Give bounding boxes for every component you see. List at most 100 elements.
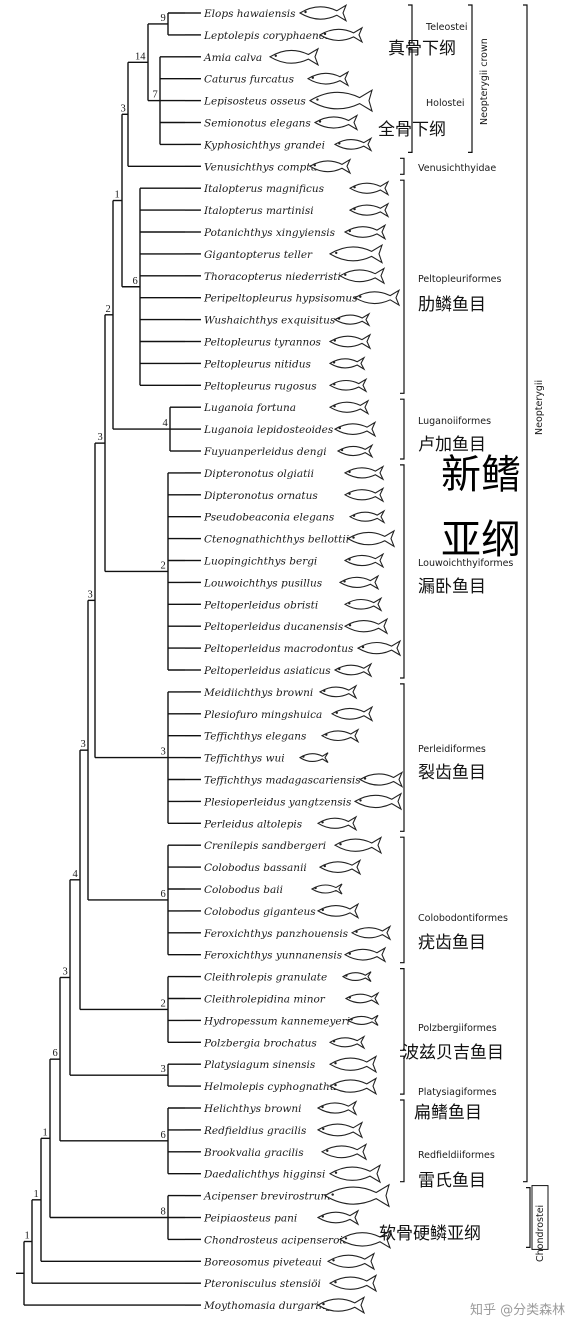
support-value: 3 xyxy=(161,1064,166,1075)
fish-silhouette-24 xyxy=(346,529,396,548)
fish-silhouette-36 xyxy=(353,792,403,811)
clade-brackets xyxy=(400,4,549,1250)
support-value: 3 xyxy=(81,739,86,750)
clade-holostei: Holostei xyxy=(426,98,465,109)
fish-silhouette-23 xyxy=(348,509,386,524)
taxon-label-30: Peltoperleidus asiaticus xyxy=(203,665,331,677)
fish-silhouette-16 xyxy=(328,356,366,371)
watermark: 知乎 @分类森林 xyxy=(470,1302,565,1318)
support-value: 3 xyxy=(63,966,68,977)
fish-silhouette-29 xyxy=(356,639,402,657)
fish-silhouettes xyxy=(268,3,404,1315)
taxon-label-9: Italopterus martinisi xyxy=(203,205,314,217)
taxon-label-35: Teffichthys madagascariensis xyxy=(204,775,361,787)
support-value: 6 xyxy=(53,1048,58,1059)
support-value: 6 xyxy=(161,1130,166,1141)
fish-silhouette-54 xyxy=(323,1183,390,1208)
cn-polzbergiiformes: 波兹贝吉鱼目 xyxy=(402,1043,504,1063)
support-value: 1 xyxy=(115,190,120,201)
taxon-label-33: Teffichthys elegans xyxy=(204,731,307,743)
bracket-holostei xyxy=(408,48,413,153)
taxon-label-38: Crenilepis sandbergeri xyxy=(204,840,326,852)
taxon-label-57: Boreosomus piveteaui xyxy=(203,1256,322,1268)
support-value: 3 xyxy=(98,432,103,443)
taxon-label-41: Colobodus giganteus xyxy=(204,906,316,918)
clade-polzbergiiformes: Polzbergiiformes xyxy=(418,1023,497,1034)
taxon-label-27: Peltoperleidus obristi xyxy=(203,599,318,611)
taxon-label-7: Venusichthys comptus xyxy=(204,161,323,173)
fish-silhouette-14 xyxy=(333,312,371,327)
taxon-label-34: Teffichthys wui xyxy=(204,753,285,765)
fish-silhouette-50 xyxy=(316,1100,358,1116)
fish-silhouette-0 xyxy=(298,3,348,23)
fish-silhouette-41 xyxy=(316,902,360,919)
fish-silhouette-48 xyxy=(328,1055,378,1074)
taxon-label-0: Elops hawaiensis xyxy=(203,8,296,20)
fish-silhouette-52 xyxy=(320,1143,368,1161)
taxon-label-24: Ctenognathichthys bellottii xyxy=(204,534,349,546)
fish-silhouette-39 xyxy=(318,859,362,876)
taxon-label-36: Plesioperleidus yangtzensis xyxy=(203,796,352,808)
bracket-platysiagiformes xyxy=(400,1055,405,1095)
fish-silhouette-7 xyxy=(308,158,352,175)
fish-silhouette-53 xyxy=(328,1164,382,1184)
cn-platysiagiformes: 扁鳍鱼目 xyxy=(414,1103,482,1123)
cn-peltopleuriformes: 肋鳞鱼目 xyxy=(418,295,486,315)
taxon-label-46: Hydropessum kannemeyeri xyxy=(203,1015,350,1027)
fish-silhouette-51 xyxy=(316,1121,364,1139)
taxon-label-43: Feroxichthys yunnanensis xyxy=(203,950,343,962)
clade-redfieldiiformes: Redfieldiiformes xyxy=(418,1150,495,1161)
fish-silhouette-31 xyxy=(318,684,358,700)
bracket-neopterygii-crown xyxy=(468,4,473,153)
clade-venusichthyidae: Venusichthyidae xyxy=(418,163,496,174)
cn-teleostei: 真骨下纲 xyxy=(388,39,456,59)
taxon-label-14: Wushaichthys exquisitus xyxy=(204,315,336,327)
chondrostei-box xyxy=(531,1185,549,1250)
support-value: 6 xyxy=(133,276,138,287)
taxon-label-20: Fuyuanperleidus dengi xyxy=(203,446,327,458)
taxon-label-23: Pseudobeaconia elegans xyxy=(203,512,335,524)
bracket-redfieldiiformes xyxy=(400,1099,405,1183)
taxon-label-42: Feroxichthys panzhouensis xyxy=(203,928,349,940)
taxon-label-29: Peltoperleidus macrodontus xyxy=(203,643,354,655)
taxon-label-16: Peltopleurus nitidus xyxy=(203,358,311,370)
cn-holostei: 全骨下纲 xyxy=(378,120,446,140)
support-value: 3 xyxy=(161,747,166,758)
taxon-label-22: Dipteronotus ornatus xyxy=(203,490,318,502)
support-value: 1 xyxy=(34,1189,39,1200)
bracket-venusichthyidae xyxy=(400,157,405,175)
tree-branches xyxy=(16,12,201,1306)
clade-louwoichthyiformes: Louwoichthyiformes xyxy=(418,558,513,569)
support-value: 2 xyxy=(161,998,166,1009)
fish-silhouette-13 xyxy=(353,288,401,307)
fish-silhouette-4 xyxy=(308,88,373,113)
taxon-label-21: Dipteronotus olgiatii xyxy=(203,468,314,480)
fish-silhouette-18 xyxy=(328,399,370,415)
fish-silhouette-12 xyxy=(338,267,386,285)
bracket-colobodontiformes xyxy=(400,836,405,964)
fish-silhouette-22 xyxy=(343,487,385,503)
bracket-louwoichthyiformes xyxy=(400,464,405,679)
taxon-label-47: Polzbergia brochatus xyxy=(203,1037,317,1049)
fish-silhouette-33 xyxy=(320,728,360,744)
fish-silhouette-59 xyxy=(316,1296,366,1315)
fish-silhouette-27 xyxy=(343,596,383,612)
support-value: 4 xyxy=(163,418,169,429)
taxon-label-6: Kyphosichthys grandei xyxy=(203,139,325,151)
fish-silhouette-20 xyxy=(336,443,374,459)
clade-peltopleuriformes: Peltopleuriformes xyxy=(418,274,501,285)
taxon-label-31: Meidiichthys browni xyxy=(203,687,313,699)
taxon-label-49: Helmolepis cyphognathus xyxy=(203,1081,342,1093)
fish-silhouette-26 xyxy=(338,574,380,591)
cn-neopterygii-line1: 新鳍 xyxy=(441,452,521,498)
support-value: 1 xyxy=(43,1127,48,1138)
support-value: 6 xyxy=(161,889,166,900)
bracket-peltopleuriformes xyxy=(400,179,405,394)
cn-redfieldiiformes: 雷氏鱼目 xyxy=(418,1171,486,1191)
clade-colobodontiformes: Colobodontiformes xyxy=(418,913,508,924)
fish-silhouette-8 xyxy=(348,180,390,196)
clade-neopterygii: Neopterygii xyxy=(534,380,545,435)
